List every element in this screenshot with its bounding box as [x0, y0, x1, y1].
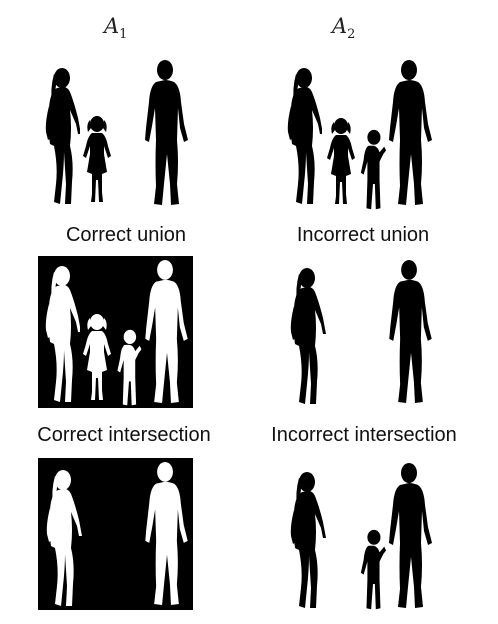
panel-row2-right: [282, 256, 442, 408]
woman-silhouette: [290, 268, 326, 404]
row2-left-image: [38, 256, 193, 408]
man-silhouette: [389, 259, 432, 404]
intersection-incorrect-image: [290, 463, 432, 610]
panel-union-incorrect: [282, 56, 442, 216]
caption-union-incorrect: Incorrect union: [296, 224, 430, 246]
intersection-correct-image: [38, 458, 193, 610]
girl-silhouette: [327, 118, 355, 204]
row2-right-image: [290, 259, 432, 404]
girl-silhouette: [83, 116, 111, 202]
man-silhouette: [145, 60, 188, 205]
column-header-a2-sub: 2: [347, 27, 356, 43]
column-header-a1: A1: [104, 14, 127, 42]
panel-row2-left: [38, 256, 193, 408]
boy-silhouette: [360, 129, 387, 210]
panel-union-correct: [38, 56, 198, 216]
woman-silhouette: [45, 68, 80, 204]
column-header-a1-base: A: [104, 14, 120, 38]
man-silhouette: [389, 463, 432, 608]
man-silhouette: [389, 60, 432, 205]
woman-silhouette: [290, 472, 326, 608]
boy-silhouette: [360, 529, 387, 610]
union-incorrect-image: [287, 60, 432, 210]
column-header-a2: A2: [332, 14, 355, 42]
caption-intersection-incorrect: Incorrect intersection: [271, 424, 457, 446]
panel-intersection-correct: [38, 458, 193, 610]
woman-silhouette: [287, 68, 322, 204]
caption-union-correct: Correct union: [65, 224, 187, 246]
column-header-a1-sub: 1: [119, 27, 128, 43]
column-header-a2-base: A: [332, 14, 348, 38]
panel-intersection-incorrect: [282, 458, 442, 614]
caption-intersection-correct: Correct intersection: [37, 424, 211, 446]
union-correct-image: [45, 60, 188, 205]
